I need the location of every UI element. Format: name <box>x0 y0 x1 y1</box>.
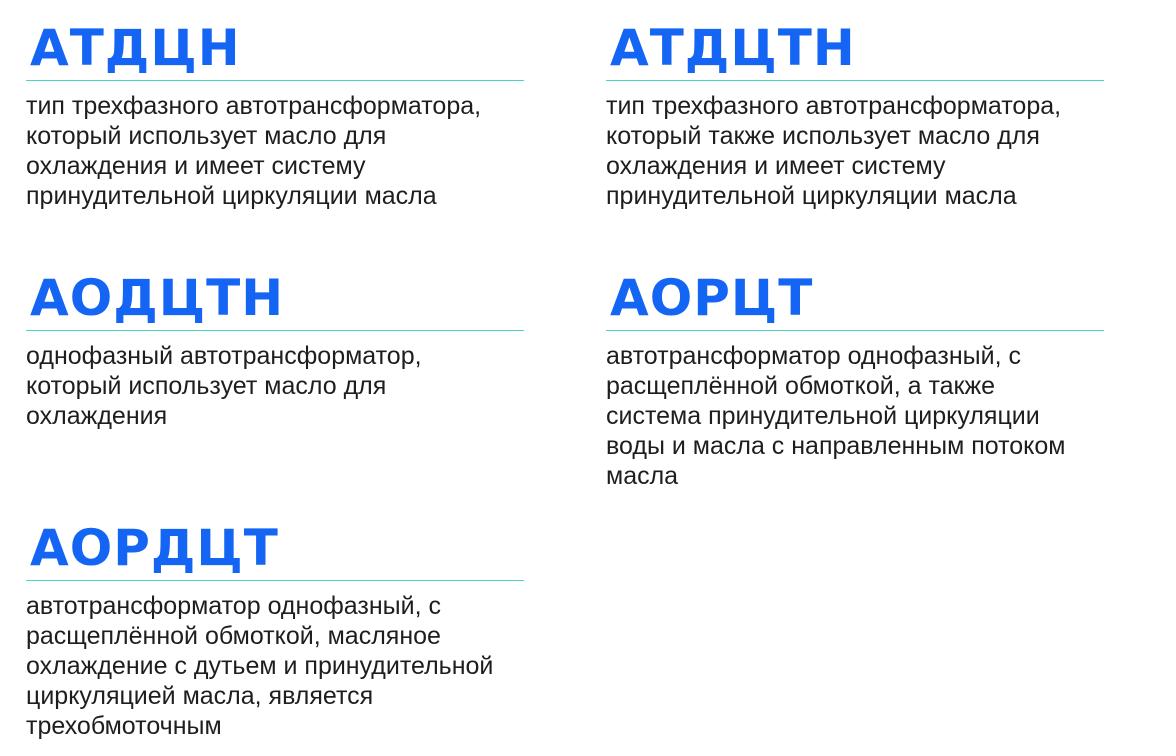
card-divider <box>606 80 1104 81</box>
card-description-line: тип трехфазного автотрансформатора, <box>26 92 482 120</box>
card-aodtstn: АОДЦТН однофазный автотрансформатор, кот… <box>26 266 566 431</box>
card-description-line: воды и масла с направленным потоком <box>606 432 1066 460</box>
card-divider <box>26 330 524 331</box>
card-description-line: который использует масло для <box>26 122 387 150</box>
card-aordtst: АОРДЦТ автотрансформатор однофазный, с р… <box>26 516 566 741</box>
card-description-line: однофазный автотрансформатор, <box>26 342 422 370</box>
card-description-line: охлаждения и имеет систему <box>606 152 946 180</box>
card-description-line: охлаждения <box>26 402 168 430</box>
card-title: АТДЦН <box>30 19 241 77</box>
card-atdtstn: АТДЦТН тип трехфазного автотрансформатор… <box>606 16 1146 211</box>
card-description-line: масла <box>606 462 679 490</box>
card-aortst: АОРЦТ автотрансформатор однофазный, с ра… <box>606 266 1146 491</box>
card-description-line: который использует масло для <box>26 372 387 400</box>
card-description-line: расщеплённой обмоткой, а также <box>606 372 996 400</box>
card-description-line: автотрансформатор однофазный, с <box>606 342 1022 370</box>
card-title: АОДЦТН <box>30 269 285 327</box>
card-divider <box>606 330 1104 331</box>
card-description-line: автотрансформатор однофазный, с <box>26 592 442 620</box>
card-title: АОРЦТ <box>610 269 814 327</box>
card-description: тип трехфазного автотрансформатора, кото… <box>606 91 1146 211</box>
card-description: тип трехфазного автотрансформатора, кото… <box>26 91 566 211</box>
card-description-line: охлаждение с дутьем и принудительной <box>26 652 494 680</box>
card-description-line: который также использует масло для <box>606 122 1040 150</box>
card-title: АОРДЦТ <box>30 519 279 577</box>
card-description-line: тип трехфазного автотрансформатора, <box>606 92 1062 120</box>
card-atdtsn: АТДЦН тип трехфазного автотрансформатора… <box>26 16 566 211</box>
card-description-line: система принудительной циркуляции <box>606 402 1040 430</box>
card-divider <box>26 580 524 581</box>
card-description-line: расщеплённой обмоткой, масляное <box>26 622 441 650</box>
card-description: автотрансформатор однофазный, с расщеплё… <box>606 341 1146 491</box>
card-title: АТДЦТН <box>610 19 856 77</box>
card-description-line: принудительной циркуляции масла <box>26 182 437 210</box>
card-description-line: циркуляцией масла, является <box>26 682 374 710</box>
card-description-line: принудительной циркуляции масла <box>606 182 1017 210</box>
card-description: однофазный автотрансформатор, который ис… <box>26 341 566 431</box>
card-divider <box>26 80 524 81</box>
card-description-line: трехобмоточным <box>26 712 222 740</box>
card-description: автотрансформатор однофазный, с расщеплё… <box>26 591 566 741</box>
card-description-line: охлаждения и имеет систему <box>26 152 366 180</box>
